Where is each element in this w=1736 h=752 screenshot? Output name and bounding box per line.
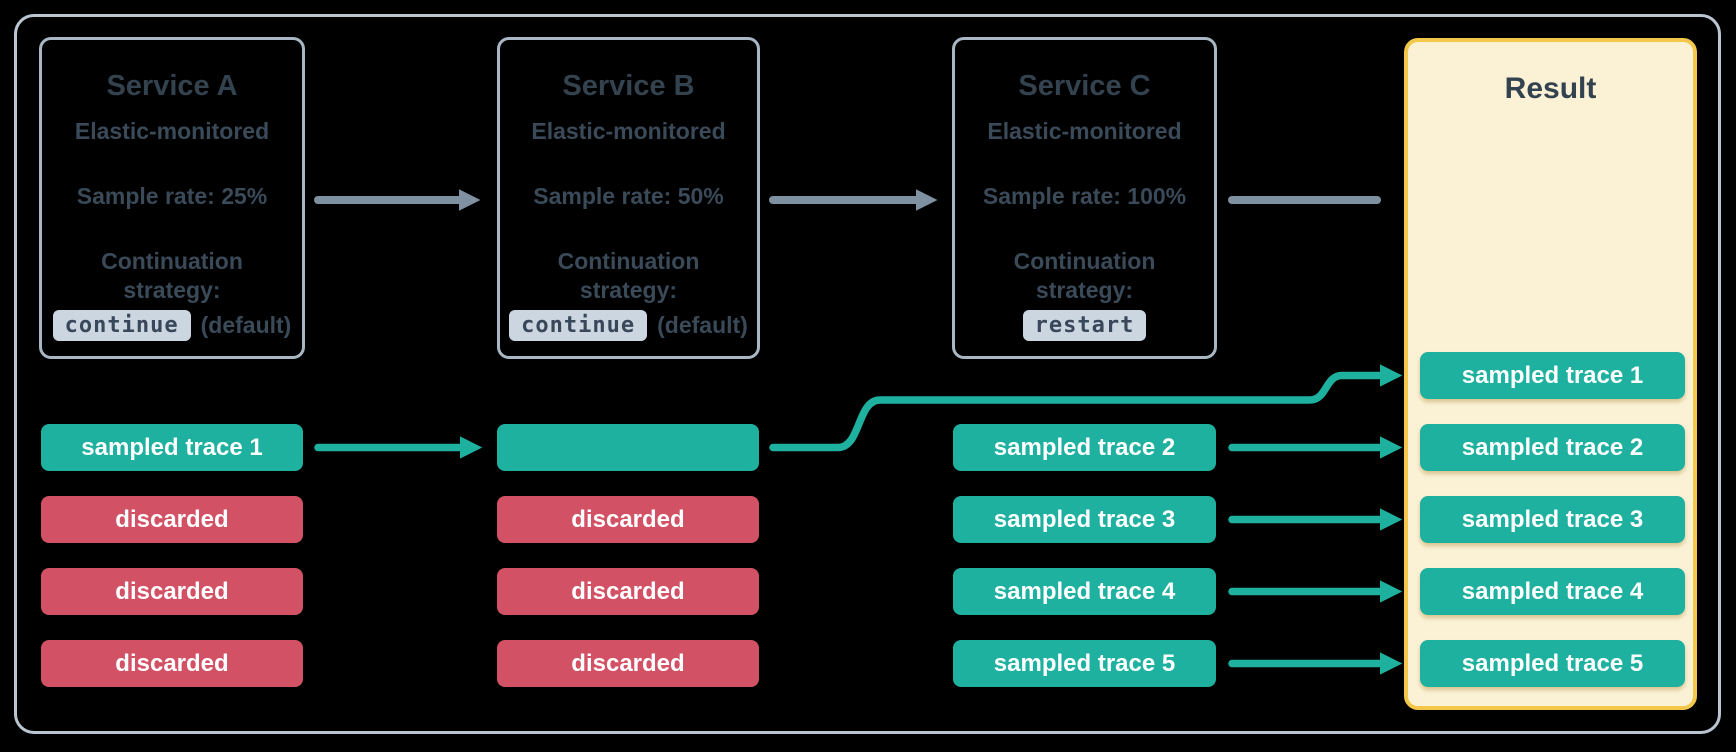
service-a-strategy-badge: continue [52,310,191,341]
service-a-title: Service A [106,70,238,102]
trace-box-b-discarded-3: discarded [497,640,759,687]
service-b-strategy-note: (default) [657,312,748,338]
trace-box-a-discarded-2: discarded [41,568,303,615]
service-a-box: Service A Elastic-monitored Sample rate:… [39,37,305,359]
strategy-line1: Continuation [101,248,243,274]
service-a-strategy-label: Continuation strategy: [101,247,243,305]
strategy-line2: strategy: [579,277,678,303]
strategy-line1: Continuation [1013,248,1156,274]
service-b-strategy-badge: continue [509,310,648,341]
service-c-strategy-badge: restart [1022,310,1147,341]
trace-box-b-discarded-2: discarded [497,568,759,615]
service-c-box: Service C Elastic-monitored Sample rate:… [952,37,1217,359]
service-b-box: Service B Elastic-monitored Sample rate:… [497,37,760,359]
strategy-line2: strategy: [123,277,221,303]
service-c-title: Service C [1018,70,1151,102]
trace-box-a-sampled-1: sampled trace 1 [41,424,303,471]
trace-box-c-sampled-4: sampled trace 4 [953,568,1216,615]
trace-box-c-sampled-2: sampled trace 2 [953,424,1216,471]
service-b-strategy-value-row: continue (default) [509,310,748,341]
trace-box-a-discarded-3: discarded [41,640,303,687]
service-c-subtitle: Elastic-monitored [987,118,1182,144]
service-c-sample-rate: Sample rate: 100% [982,183,1187,209]
result-trace-2: sampled trace 2 [1420,424,1685,471]
result-trace-3: sampled trace 3 [1420,496,1685,543]
service-b-strategy-label: Continuation strategy: [558,247,700,305]
service-a-sample-rate: Sample rate: 25% [76,183,268,209]
trace-box-c-sampled-5: sampled trace 5 [953,640,1216,687]
service-a-strategy-value-row: continue (default) [52,310,292,341]
result-trace-4: sampled trace 4 [1420,568,1685,615]
result-trace-1: sampled trace 1 [1420,352,1685,399]
trace-box-c-sampled-3: sampled trace 3 [953,496,1216,543]
trace-box-b-discarded-1: discarded [497,496,759,543]
trace-box-a-discarded-1: discarded [41,496,303,543]
strategy-line1: Continuation [557,248,700,274]
service-c-strategy-label: Continuation strategy: [1014,247,1156,305]
result-title: Result [1504,72,1597,105]
service-a-strategy-note: (default) [200,312,292,338]
service-b-subtitle: Elastic-monitored [531,118,726,144]
result-trace-5: sampled trace 5 [1420,640,1685,687]
trace-box-b-sampled-unlabeled [497,424,759,471]
service-c-strategy-value-row: restart [1022,310,1147,341]
strategy-line2: strategy: [1035,277,1134,303]
outer-frame [14,14,1721,734]
service-b-title: Service B [562,70,695,102]
service-a-subtitle: Elastic-monitored [74,118,270,144]
service-b-sample-rate: Sample rate: 50% [533,183,724,209]
